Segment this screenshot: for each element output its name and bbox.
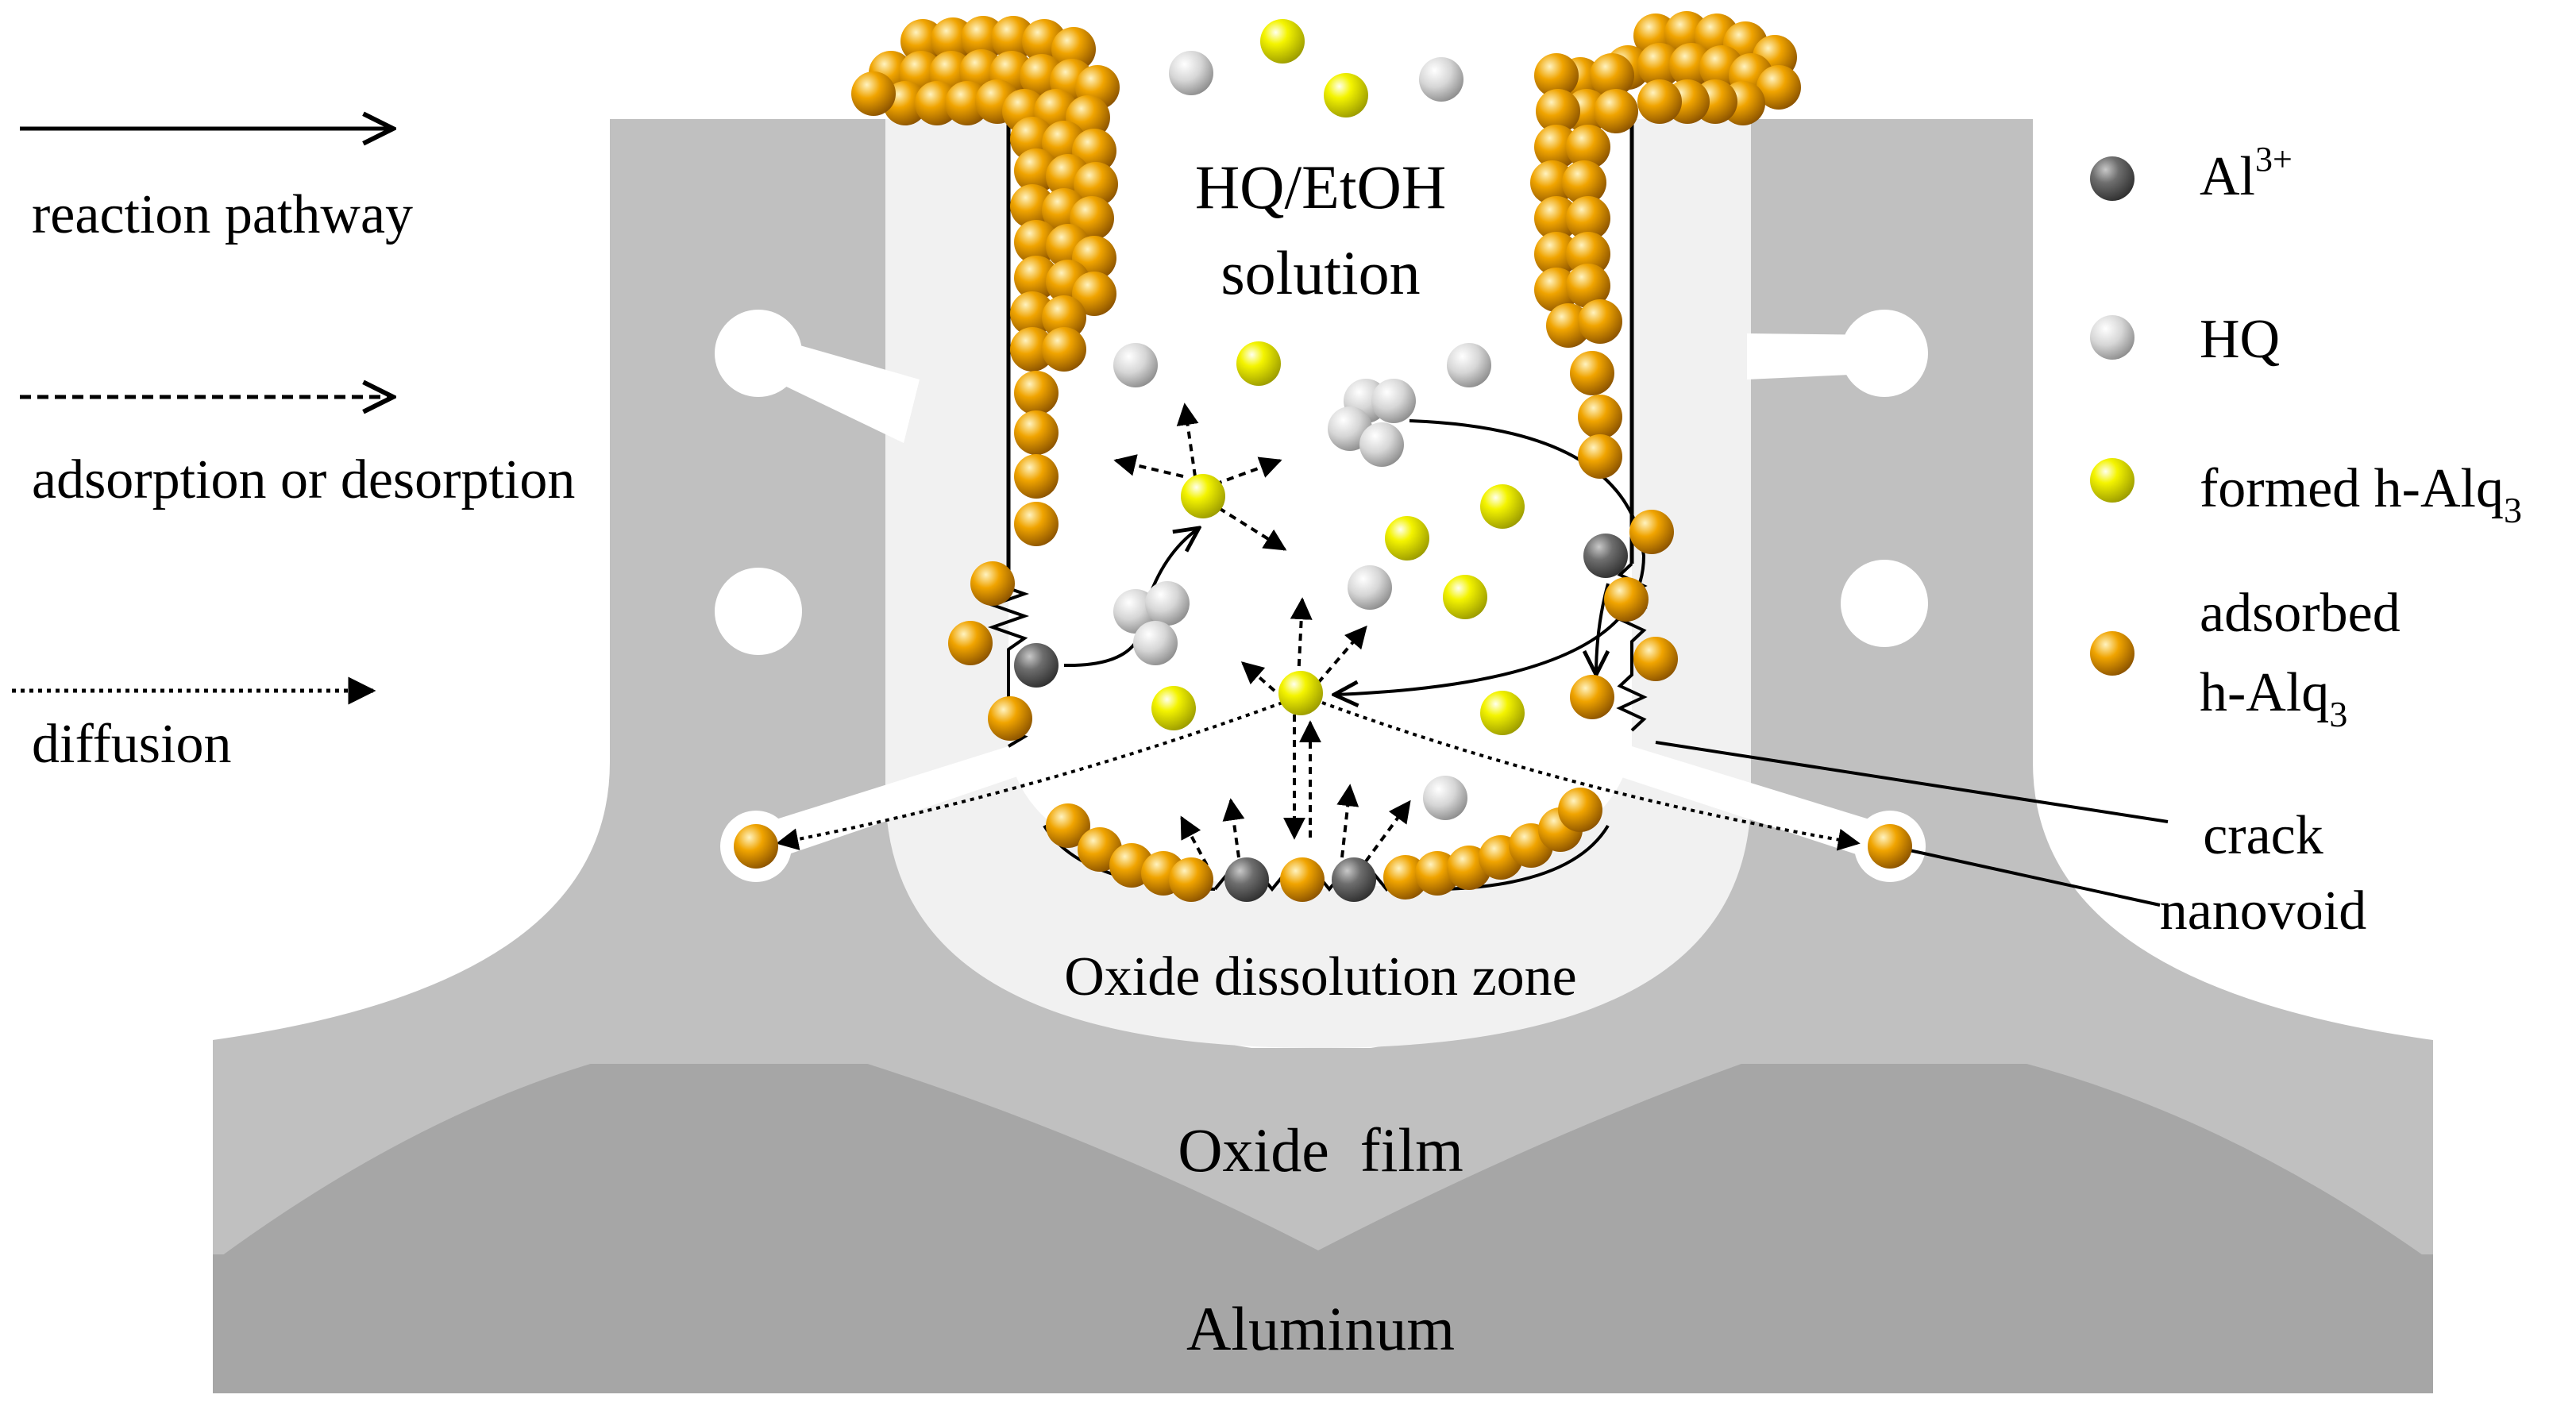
adsorbed-particle — [734, 824, 778, 869]
adsorbed-particle — [970, 561, 1015, 606]
adsorbed-particle — [1280, 857, 1325, 902]
adsorbed-particle — [1578, 299, 1622, 344]
adsorbed-particle — [1014, 410, 1059, 455]
adsorbed-particle — [1562, 160, 1606, 205]
adsorbed-particle — [1046, 803, 1090, 848]
legend-al-ion-label: Al3+ — [2200, 140, 2293, 207]
formed-particle — [1443, 575, 1487, 619]
hq-particle — [1348, 565, 1392, 610]
oxide-film-label: Oxide film — [1178, 1115, 1463, 1185]
adsorbed-particle — [1566, 264, 1610, 308]
adsorbed-particle — [1590, 53, 1634, 98]
particles — [734, 11, 2134, 902]
formed-particle — [1480, 484, 1525, 529]
solution-label-line1: HQ/EtOH — [1195, 152, 1446, 222]
adsorbed-particle — [988, 696, 1032, 741]
hq-particle — [1113, 343, 1158, 387]
hq-particle — [1447, 343, 1491, 387]
legend-adsorbed-label-line1: adsorbed — [2200, 583, 2401, 644]
formed-particle — [1151, 686, 1196, 730]
hq-particle — [1145, 581, 1190, 626]
formed-particle — [1324, 73, 1368, 118]
aluminum-label: Aluminum — [1186, 1294, 1455, 1363]
legend-hq-label: HQ — [2200, 309, 2280, 370]
legend-adsorbed-label-line2: h-Alq3 — [2200, 662, 2347, 734]
legend-reaction-pathway: reaction pathway — [32, 184, 413, 245]
adsorbed-particle — [1594, 89, 1638, 133]
adsorbed-particle — [1534, 196, 1579, 241]
adsorbed-particle — [1042, 295, 1086, 340]
aluminum-scallops — [213, 1031, 2433, 1393]
adsorbed-particle — [1051, 27, 1096, 71]
crack-label: crack — [2203, 805, 2323, 866]
al-ion-particle — [1014, 643, 1059, 688]
hq-particle — [1419, 57, 1463, 102]
dissolution-zone-label: Oxide dissolution zone — [1064, 946, 1576, 1007]
adsorbed-particle — [1074, 162, 1118, 206]
adsorbed-particle — [1014, 454, 1059, 499]
adsorbed-particle — [851, 71, 896, 116]
formed-particle — [1385, 516, 1429, 561]
legend-adsorbed-marker — [2090, 631, 2134, 676]
legend-hq-marker — [2090, 315, 2134, 360]
formed-particle — [1260, 19, 1305, 64]
formed-particle — [1480, 691, 1525, 735]
desorption-arrows — [1113, 403, 1411, 866]
adsorbed-particle — [1534, 53, 1579, 98]
hq-particle — [1423, 776, 1467, 820]
adsorbed-particle — [1757, 65, 1801, 110]
formed-particle — [1236, 341, 1281, 386]
adsorbed-particle — [1633, 637, 1678, 681]
al-ion-particle — [1224, 857, 1269, 902]
adsorbed-particle — [1014, 502, 1059, 546]
hq-particle — [1359, 422, 1404, 467]
adsorbed-particle — [1578, 395, 1622, 439]
adsorbed-particle — [1042, 327, 1086, 372]
adsorbed-particle — [1534, 125, 1579, 169]
solution-label-line2: solution — [1221, 238, 1420, 307]
al-ion-particle — [1583, 534, 1628, 578]
adsorbed-particle — [948, 621, 993, 665]
adsorbed-particle — [1629, 510, 1674, 554]
legend-formed-marker — [2090, 458, 2134, 503]
hq-particle — [1169, 51, 1213, 95]
legend-formed-label: formed h-Alq3 — [2200, 458, 2522, 530]
pathway-right — [1334, 419, 1646, 695]
hq-particle — [1371, 379, 1416, 423]
formed-particle — [1278, 671, 1323, 715]
crack-pointer — [1655, 741, 2169, 823]
adsorbed-particle — [1072, 272, 1116, 316]
adsorbed-particle — [1637, 79, 1682, 124]
al-ion-particle — [1332, 857, 1376, 902]
hq-particle — [1133, 621, 1178, 665]
adsorbed-particle — [1868, 824, 1912, 869]
adsorbed-particle — [1536, 89, 1580, 133]
diffusion-right — [1321, 701, 1861, 851]
nanovoid-pointer — [1905, 848, 2161, 907]
legend-diffusion: diffusion — [32, 714, 232, 775]
legend-adsorption-desorption: adsorption or desorption — [32, 449, 575, 510]
adsorbed-particle — [1578, 434, 1622, 479]
adsorbed-particle — [1534, 232, 1579, 276]
adsorbed-particle — [1570, 675, 1614, 719]
adsorbed-particle — [1570, 351, 1614, 395]
adsorbed-particle — [1169, 857, 1213, 902]
adsorbed-particle — [1530, 160, 1575, 205]
adsorbed-particle — [1637, 43, 1682, 87]
formed-particle — [1181, 474, 1225, 518]
nanovoid-label: nanovoid — [2160, 880, 2367, 942]
adsorbed-particle — [1014, 371, 1059, 415]
adsorbed-particle — [1566, 232, 1610, 276]
legend-al-ion-marker — [2090, 156, 2134, 201]
adsorbed-particle — [1010, 327, 1055, 372]
diffusion-left — [776, 701, 1283, 850]
adsorbed-particle — [1558, 788, 1602, 832]
adsorbed-particle — [1604, 577, 1649, 622]
adsorbed-particle — [1566, 196, 1610, 241]
adsorbed-particle — [1566, 125, 1610, 169]
